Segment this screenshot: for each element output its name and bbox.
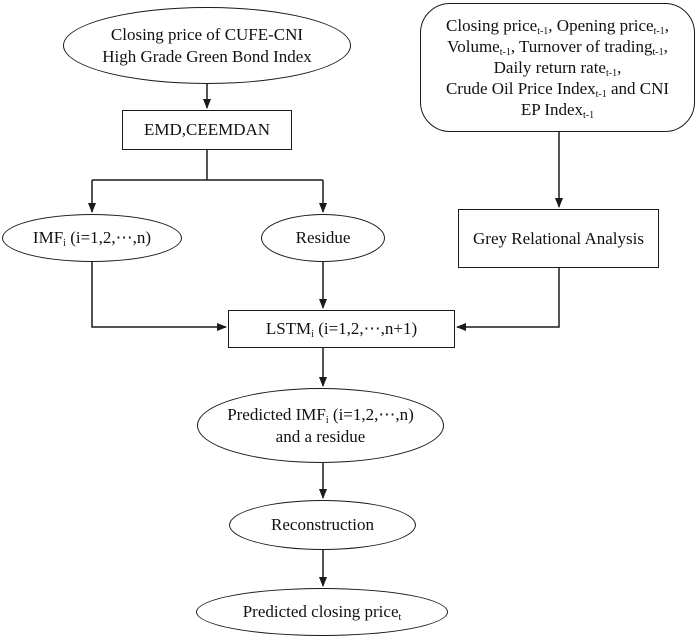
- lstm-label-rest: (i=1,2,⋯,n+1): [313, 319, 418, 338]
- predicted-closing-price-base: Predicted closing price: [242, 602, 399, 621]
- features-line-1-a-sub: t-1: [537, 26, 549, 37]
- predicted-imf-rest: (i=1,2,⋯,n): [328, 404, 414, 424]
- grey-relational-analysis-label: Grey Relational Analysis: [473, 228, 644, 248]
- predicted-closing-price-label: Predicted closing pricet: [243, 601, 402, 623]
- imf-label: IMFi (i=1,2,⋯,n): [33, 227, 151, 249]
- imf-label-sub: i: [63, 238, 66, 249]
- features-line-3-a: Daily return rate: [493, 58, 606, 77]
- predicted-imf-base: Predicted IMF: [227, 404, 326, 424]
- features-line-2-b: , Turnover of trading: [510, 37, 653, 56]
- predicted-closing-price-node: Predicted closing pricet: [196, 588, 448, 636]
- predicted-imf-line-2: and a residue: [275, 426, 366, 446]
- features-line-5: EP Indext-1: [520, 99, 595, 121]
- features-line-1-b: , Opening price: [548, 16, 654, 35]
- arrow-imf-to-lstm: [91, 262, 227, 331]
- features-line-2-b-sub: t-1: [652, 47, 664, 58]
- features-line-3: Daily return ratet-1,: [493, 57, 622, 79]
- features-line-3-a-sub: t-1: [605, 68, 618, 79]
- features-line-1-b-sub: t-1: [653, 26, 665, 37]
- features-line-5-a: EP Index: [520, 100, 584, 119]
- imf-label-rest: (i=1,2,⋯,n): [65, 228, 152, 247]
- reconstruction-label: Reconstruction: [271, 515, 374, 534]
- features-line-1: Closing pricet-1, Opening pricet-1,: [446, 15, 669, 37]
- features-line-4: Crude Oil Price Indext-1 and CNI: [445, 78, 670, 100]
- closing-price-line-2: High Grade Green Bond Index: [102, 46, 312, 66]
- lstm-node: LSTMi (i=1,2,⋯,n+1): [228, 310, 455, 348]
- imf-label-base: IMF: [32, 228, 64, 247]
- emd-ceemdan-node: EMD,CEEMDAN: [122, 110, 292, 150]
- predicted-imf-line-1: Predicted IMFi (i=1,2,⋯,n): [227, 404, 414, 426]
- features-line-5-a-sub: t-1: [583, 110, 595, 121]
- features-line-4-a: Crude Oil Price Index: [445, 79, 596, 98]
- input-features-node: Closing pricet-1, Opening pricet-1, Volu…: [420, 3, 695, 132]
- lstm-label: LSTMi (i=1,2,⋯,n+1): [266, 318, 417, 340]
- predicted-closing-price-sub: t: [398, 612, 402, 623]
- features-line-1-c: ,: [664, 16, 669, 35]
- features-line-4-a-sub: t-1: [595, 89, 607, 100]
- closing-price-node: Closing price of CUFE-CNI High Grade Gre…: [63, 7, 351, 84]
- features-line-2-a-sub: t-1: [499, 47, 511, 58]
- predicted-imf-sub: i: [325, 414, 329, 426]
- features-line-2-c: ,: [663, 37, 668, 56]
- reconstruction-node: Reconstruction: [229, 500, 416, 550]
- features-line-1-a: Closing price: [446, 16, 538, 35]
- grey-relational-analysis-node: Grey Relational Analysis: [458, 209, 659, 268]
- features-line-3-b: ,: [617, 58, 622, 77]
- residue-label: Residue: [295, 228, 351, 247]
- closing-price-line-1: Closing price of CUFE-CNI: [110, 24, 304, 44]
- lstm-label-sub: i: [311, 329, 314, 340]
- imf-node: IMFi (i=1,2,⋯,n): [2, 214, 182, 262]
- arrow-grey-to-lstm: [456, 268, 560, 331]
- emd-ceemdan-label: EMD,CEEMDAN: [143, 120, 271, 139]
- residue-node: Residue: [261, 214, 385, 262]
- predicted-imf-node: Predicted IMFi (i=1,2,⋯,n) and a residue: [197, 388, 444, 463]
- features-line-2: Volumet-1, Turnover of tradingt-1,: [447, 36, 668, 58]
- lstm-label-base: LSTM: [265, 319, 312, 338]
- features-line-2-a: Volume: [447, 37, 500, 56]
- features-line-4-b: and CNI: [606, 79, 670, 98]
